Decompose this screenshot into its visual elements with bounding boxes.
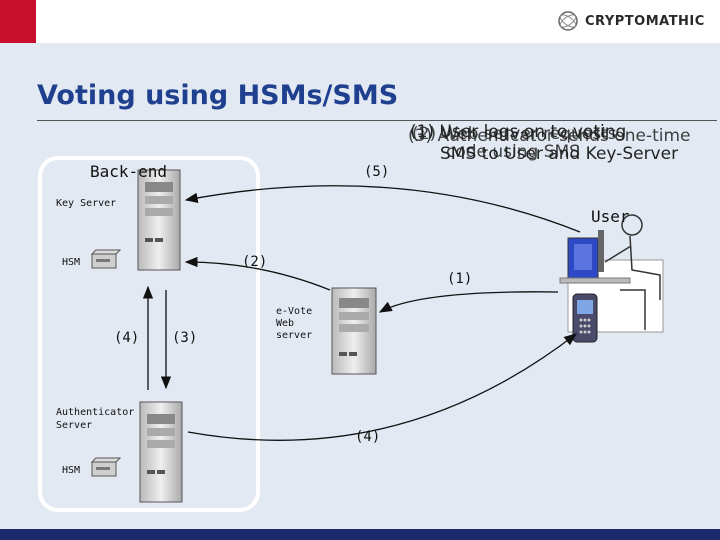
- header-bar: [0, 0, 720, 43]
- cryptomathic-logo: CRYPTOMATHIC: [557, 10, 705, 32]
- step-5-label: (5): [364, 164, 390, 180]
- step-description-3: (3) Authenticator sends one-time: [408, 126, 691, 146]
- step-4-bottom-label: (4): [355, 429, 381, 445]
- arrow-step-4-bottom: [187, 333, 578, 441]
- authenticator-server-icon: [139, 401, 183, 503]
- mobile-phone-icon: [572, 293, 598, 343]
- step-2-label: (2): [242, 254, 268, 270]
- step-3-label: (3): [172, 330, 198, 346]
- web-server-label-line1: e-Vote: [276, 306, 313, 317]
- hsm-bottom-label: HSM: [62, 465, 81, 476]
- title-divider: [37, 120, 717, 121]
- arrow-step-5: [184, 185, 581, 233]
- header-accent-block: [0, 0, 36, 43]
- web-server-icon: [331, 287, 377, 375]
- backend-label: Back-end: [90, 162, 168, 181]
- auth-server-label-line1: Authenticator: [56, 407, 135, 418]
- user-label: User: [591, 207, 630, 226]
- hsm-bottom-icon: [90, 457, 122, 477]
- logo-text: CRYPTOMATHIC: [585, 13, 705, 29]
- key-server-label: Key Server: [56, 198, 117, 209]
- arrow-step-2: [184, 256, 331, 291]
- web-server-label-line3: server: [276, 330, 313, 341]
- step-1-label: (1): [447, 271, 473, 287]
- page-title: Voting using HSMs/SMS: [37, 80, 399, 111]
- auth-server-label-line2: Server: [56, 420, 93, 431]
- arrow-step-1: [378, 291, 559, 313]
- web-server-label-line2: Web: [276, 318, 295, 329]
- key-server-icon: [137, 169, 181, 271]
- step-4-left-label: (4): [114, 330, 140, 346]
- step-description-1: (1) User logs on to voting: [410, 122, 627, 142]
- step-description-line2-b: code using SMS: [446, 142, 580, 162]
- step-description-2: (2) Web server requests: [412, 124, 617, 144]
- logo-mark-icon: [558, 11, 578, 31]
- hsm-top-icon: [90, 249, 122, 269]
- step-description-line2-a: SMS to User and Key-Server: [440, 144, 679, 164]
- hsm-top-label: HSM: [62, 257, 81, 268]
- footer-bar: [0, 529, 720, 540]
